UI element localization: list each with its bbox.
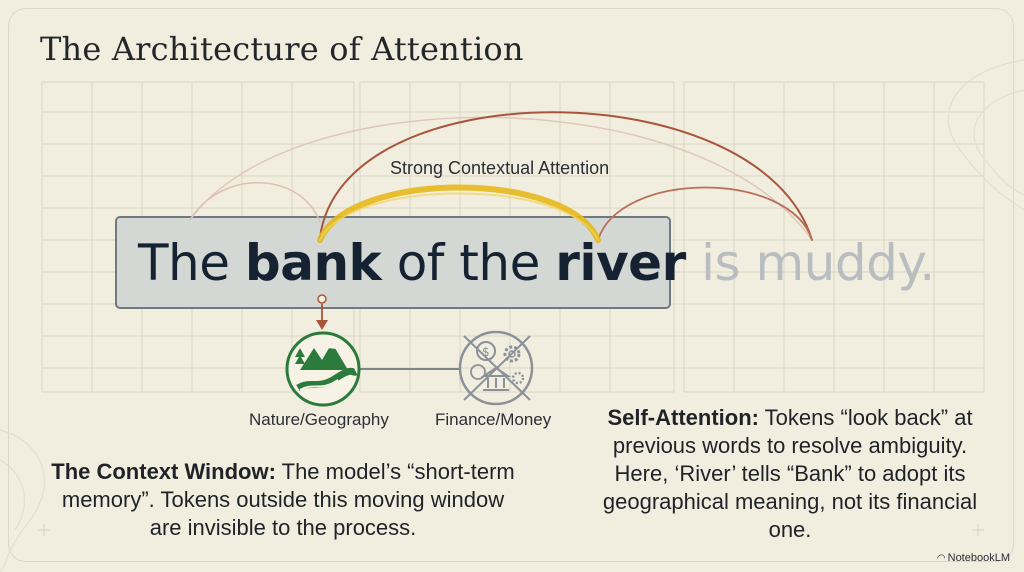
slide-frame — [8, 8, 1014, 562]
bank-meaning-arrow — [316, 294, 328, 330]
self-attention-heading: Self-Attention: — [607, 405, 759, 430]
svg-text:$: $ — [482, 345, 490, 359]
arc-the-to-muddy — [189, 116, 813, 241]
token-the: The — [138, 234, 230, 292]
context-window-description: The Context Window: The model’s “short-t… — [48, 458, 518, 542]
finance-label: Finance/Money — [435, 410, 552, 429]
notebooklm-logo-icon: ◠ — [936, 553, 946, 564]
contour-decoration — [0, 59, 1024, 572]
attention-arcs-strong — [317, 111, 813, 243]
self-attention-body: Tokens “look back” at previous words to … — [602, 405, 978, 542]
arc-the-to-bank — [189, 182, 321, 223]
attention-label: Strong Contextual Attention — [390, 158, 610, 178]
arc-river-to-muddy — [597, 186, 813, 241]
token-outside-window: is muddy. — [701, 234, 935, 292]
corner-marks — [38, 524, 984, 536]
token-bank: bank — [244, 234, 382, 292]
self-attention-description: Self-Attention: Tokens “look back” at pr… — [600, 404, 980, 544]
finance-icon: $ — [458, 330, 534, 406]
attention-arcs-faint — [189, 116, 813, 241]
nature-icon — [285, 331, 361, 407]
arc-bank-to-river — [317, 184, 601, 243]
brand-badge: ◠NotebookLM — [937, 552, 1010, 564]
context-window-heading: The Context Window: — [51, 459, 276, 484]
token-river: river — [555, 234, 686, 292]
context-window-box — [115, 216, 671, 309]
brand-name: NotebookLM — [947, 552, 1010, 564]
token-of-the: of the — [396, 234, 541, 292]
example-sentence: The bank of the river is muddy. — [138, 234, 935, 292]
slide-title: The Architecture of Attention — [40, 30, 524, 68]
nature-label: Nature/Geography — [249, 410, 389, 429]
context-window-body: The model’s “short-term memory”. Tokens … — [61, 459, 515, 540]
arc-bank-to-muddy — [319, 111, 813, 241]
